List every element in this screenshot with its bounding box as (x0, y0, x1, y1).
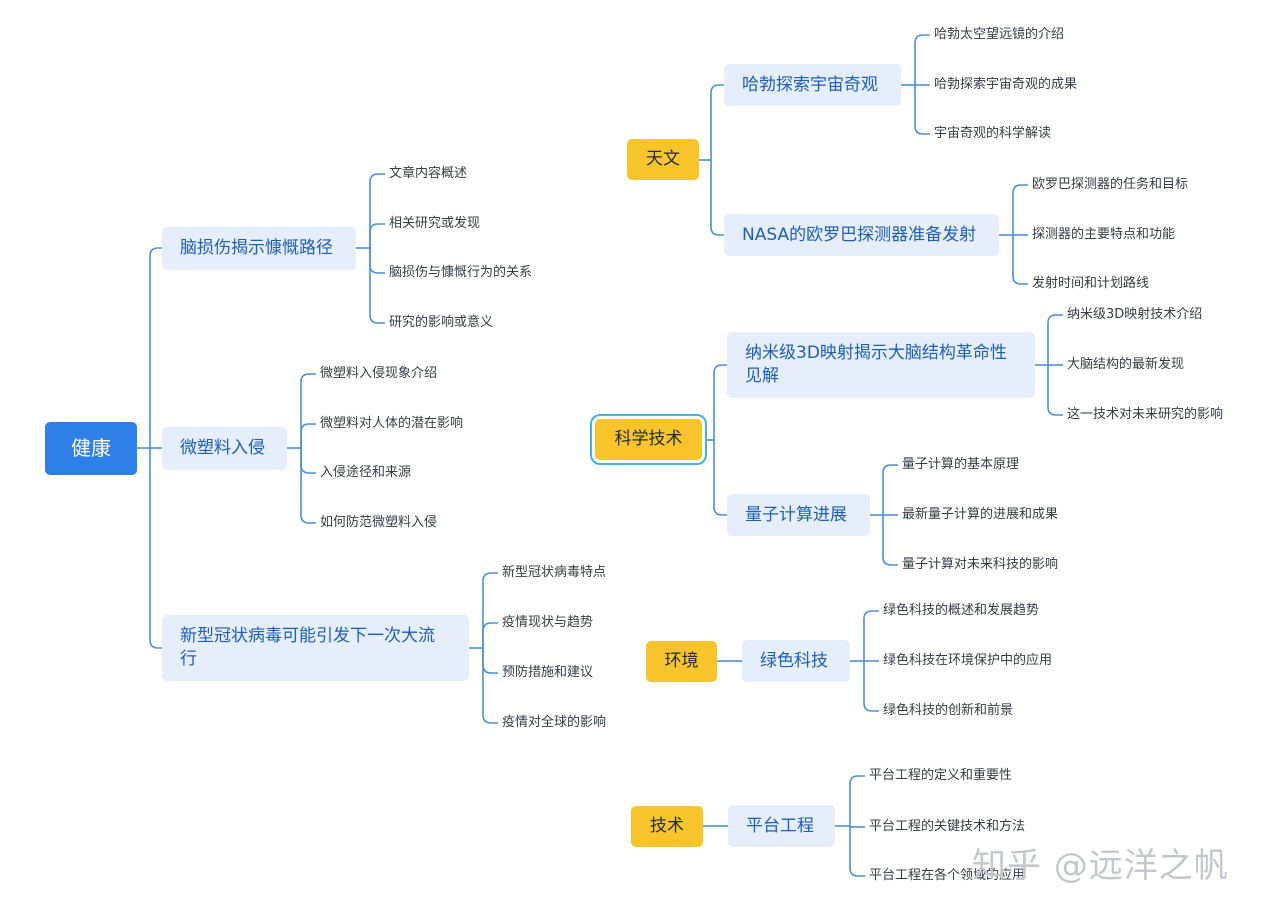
connector (882, 515, 898, 566)
leaf-item[interactable]: 欧罗巴探测器的任务和目标 (1032, 177, 1189, 193)
subtopic-platform-engineering[interactable]: 平台工程 (728, 805, 835, 847)
connector (1012, 235, 1028, 285)
leaf-item[interactable]: 这一技术对未来研究的影响 (1067, 407, 1224, 423)
connector (300, 448, 316, 524)
leaf-item[interactable]: 疫情现状与趋势 (502, 615, 594, 631)
connector (369, 173, 385, 248)
connector (863, 610, 879, 661)
subtopic-quantum-computing[interactable]: 量子计算进展 (727, 494, 870, 536)
connector (482, 622, 498, 648)
connector (710, 84, 724, 160)
leaf-item[interactable]: 脑损伤与慷慨行为的关系 (389, 265, 533, 281)
leaf-item[interactable]: 预防措施和建议 (502, 665, 594, 681)
leaf-item[interactable]: 哈勃太空望远镜的介绍 (934, 27, 1065, 43)
connector (369, 248, 385, 324)
leaf-item[interactable]: 文章内容概述 (389, 166, 468, 182)
subtopic-brain-injury[interactable]: 脑损伤揭示慷慨路径 (162, 227, 356, 270)
connector (713, 364, 727, 440)
leaf-item[interactable]: 大脑结构的最新发现 (1067, 357, 1185, 373)
subtopic-microplastics[interactable]: 微塑料入侵 (162, 427, 287, 470)
connector (914, 34, 930, 85)
leaf-item[interactable]: 平台工程的关键技术和方法 (869, 819, 1026, 835)
connector (482, 648, 498, 724)
connector (1047, 314, 1063, 365)
connector (1047, 365, 1063, 416)
leaf-item[interactable]: 疫情对全球的影响 (502, 715, 607, 731)
leaf-item[interactable]: 纳米级3D映射技术介绍 (1067, 307, 1203, 323)
connector (369, 248, 385, 274)
subtopic-green-tech[interactable]: 绿色科技 (742, 640, 850, 682)
leaf-item[interactable]: 微塑料入侵现象介绍 (320, 366, 438, 382)
leaf-item[interactable]: 发射时间和计划路线 (1032, 276, 1150, 292)
leaf-item[interactable]: 绿色科技在环境保护中的应用 (883, 653, 1053, 669)
connector (300, 448, 316, 474)
connector (713, 440, 727, 516)
connector (482, 648, 498, 674)
watermark: 知乎 @远洋之帆 (972, 846, 1229, 886)
leaf-item[interactable]: 如何防范微塑料入侵 (320, 515, 438, 531)
leaf-item[interactable]: 新型冠状病毒特点 (502, 565, 607, 581)
connector (369, 223, 385, 248)
leaf-item[interactable]: 研究的影响或意义 (389, 315, 494, 331)
connector (882, 464, 898, 515)
connector (1012, 184, 1028, 235)
subtopic-hubble[interactable]: 哈勃探索宇宙奇观 (724, 64, 901, 106)
leaf-item[interactable]: 宇宙奇观的科学解读 (934, 126, 1052, 142)
leaf-item[interactable]: 绿色科技的创新和前景 (883, 703, 1014, 719)
leaf-item[interactable]: 最新量子计算的进展和成果 (902, 507, 1059, 523)
connector (914, 85, 930, 135)
connector (300, 373, 316, 448)
main-topic-astronomy[interactable]: 天文 (627, 139, 699, 180)
leaf-item[interactable]: 微塑料对人体的潜在影响 (320, 416, 464, 432)
main-topic-science-technology[interactable]: 科学技术 (590, 414, 707, 465)
connector (149, 448, 162, 649)
connector (849, 826, 865, 877)
leaf-item[interactable]: 相关研究或发现 (389, 216, 481, 232)
main-topic-technology[interactable]: 技术 (631, 806, 703, 847)
main-topic-environment[interactable]: 环境 (646, 641, 717, 682)
connector (863, 661, 879, 712)
connector (482, 572, 498, 648)
leaf-item[interactable]: 量子计算的基本原理 (902, 457, 1020, 473)
root-topic-health[interactable]: 健康 (45, 422, 137, 475)
leaf-item[interactable]: 哈勃探索宇宙奇观的成果 (934, 77, 1078, 93)
connector (849, 775, 865, 826)
connector (149, 247, 162, 448)
leaf-item[interactable]: 入侵途径和来源 (320, 465, 412, 481)
connector (710, 160, 724, 236)
leaf-item[interactable]: 绿色科技的概述和发展趋势 (883, 603, 1040, 619)
leaf-item[interactable]: 平台工程的定义和重要性 (869, 768, 1013, 784)
connector (300, 423, 316, 448)
subtopic-europa-probe[interactable]: NASA的欧罗巴探测器准备发射 (724, 214, 999, 256)
leaf-item[interactable]: 探测器的主要特点和功能 (1032, 227, 1176, 243)
subtopic-coronavirus[interactable]: 新型冠状病毒可能引发下一次大流行 (162, 615, 469, 681)
leaf-item[interactable]: 量子计算对未来科技的影响 (902, 557, 1059, 573)
subtopic-nano-3d-mapping[interactable]: 纳米级3D映射揭示大脑结构革命性见解 (727, 332, 1035, 398)
leaf-item[interactable]: 平台工程在各个领域的应用 (869, 868, 1026, 884)
